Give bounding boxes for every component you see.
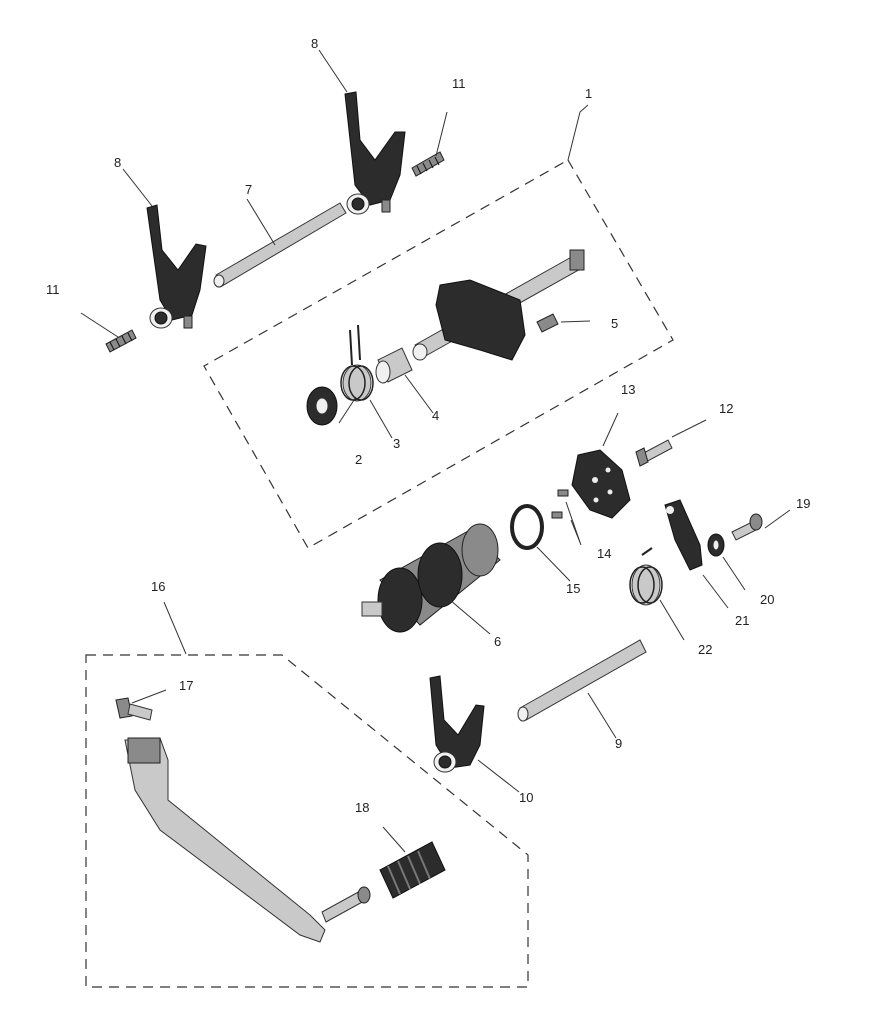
callout-4: 4 [432, 408, 439, 423]
o-ring [510, 504, 544, 550]
callout-8-upper: 8 [311, 36, 318, 51]
callout-18: 18 [355, 800, 369, 815]
fork-shaft-upper [213, 202, 347, 288]
callout-3: 3 [393, 436, 400, 451]
pedal-rubber [379, 841, 446, 899]
callout-22: 22 [698, 642, 712, 657]
assembly-group-1-outline [203, 159, 674, 549]
callout-16: 16 [151, 579, 165, 594]
bushing [375, 347, 413, 384]
pedal-bolt [115, 697, 153, 721]
stopper-spring [629, 547, 663, 606]
callout-14: 14 [597, 546, 611, 561]
callout-2: 2 [355, 452, 362, 467]
shift-pedal [124, 737, 326, 943]
stopper-arm [664, 499, 703, 571]
callout-13: 13 [621, 382, 635, 397]
callout-11-upper: 11 [452, 76, 466, 91]
callout-1: 1 [585, 86, 592, 101]
callout-21: 21 [735, 613, 749, 628]
stopper-bolt [731, 513, 763, 541]
callout-9: 9 [615, 736, 622, 751]
leader-lines [80, 49, 791, 853]
shift-shaft [412, 249, 585, 361]
selector-drum [361, 523, 501, 633]
washer [306, 386, 338, 426]
star-plate-bolt [635, 439, 673, 467]
callout-labels: 1 2 3 4 5 6 7 8 8 9 10 11 11 12 13 14 15… [46, 36, 810, 815]
shift-fork-upper [344, 91, 406, 215]
selector-star-plate [571, 449, 631, 519]
callout-7: 7 [245, 182, 252, 197]
callout-8-left: 8 [114, 155, 121, 170]
stopper-washer [707, 533, 725, 557]
callout-20: 20 [760, 592, 774, 607]
callout-19: 19 [796, 496, 810, 511]
shift-fork-lower [429, 675, 485, 773]
callout-12: 12 [719, 401, 733, 416]
assembly-group-16-outline [85, 654, 529, 988]
detent-spring-upper [411, 151, 445, 177]
detent-spring-left [105, 329, 137, 353]
callout-5: 5 [611, 316, 618, 331]
dowel-pins [551, 489, 569, 519]
callout-17: 17 [179, 678, 193, 693]
locating-pin [536, 313, 559, 333]
fork-shaft-lower [517, 639, 647, 722]
shift-fork-left [146, 204, 207, 329]
callout-11-left: 11 [46, 282, 60, 297]
return-spring [340, 324, 374, 402]
pedal-peg [321, 886, 371, 923]
callout-15: 15 [566, 581, 580, 596]
callout-10: 10 [519, 790, 533, 805]
callout-6: 6 [494, 634, 501, 649]
